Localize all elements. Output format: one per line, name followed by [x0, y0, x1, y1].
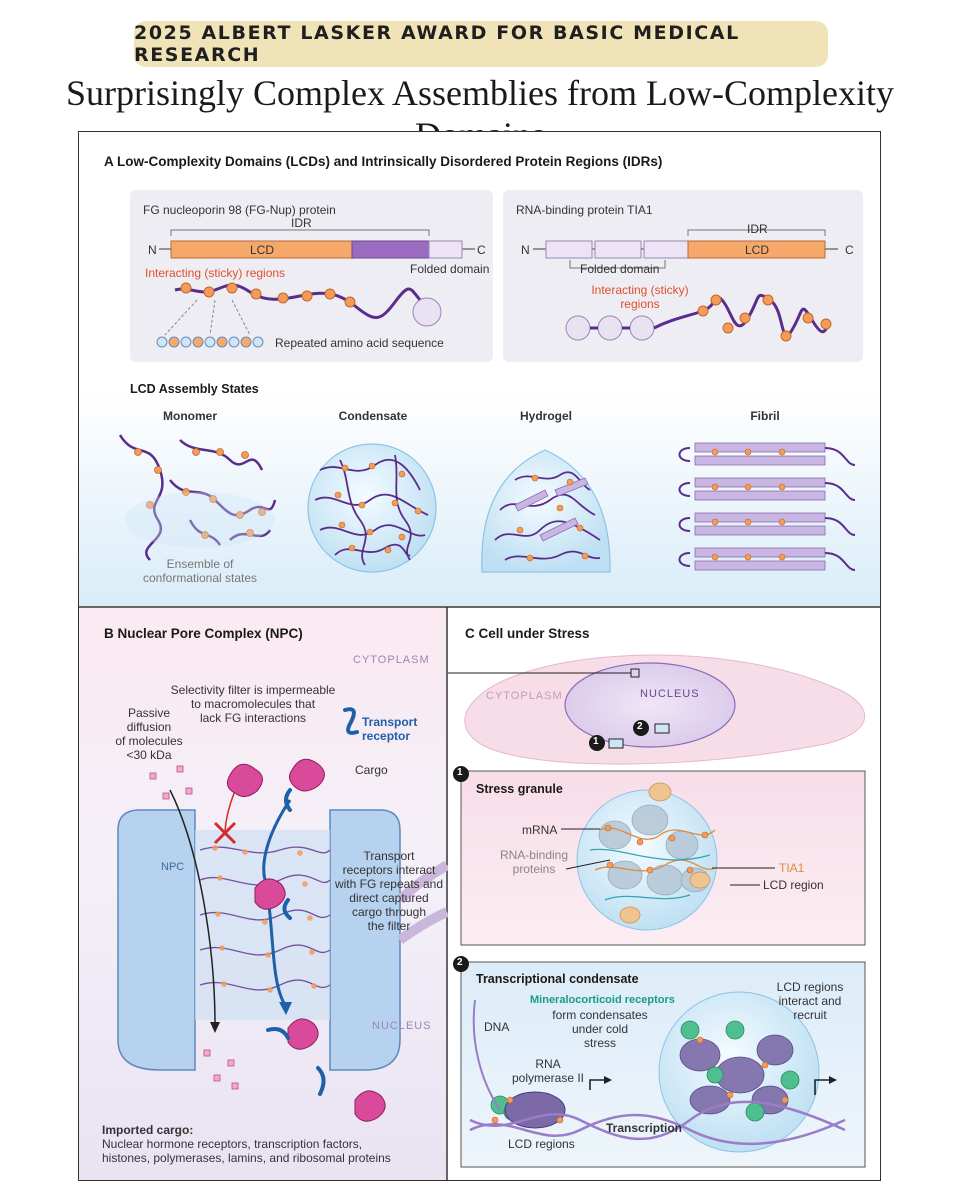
fgnup-folded-label: Folded domain — [410, 262, 490, 276]
mrna-label: mRNA — [522, 823, 558, 837]
lcd-regions-label: LCD regions — [508, 1137, 575, 1151]
tia1-box — [503, 190, 863, 362]
transport-receptors — [266, 707, 359, 1096]
receptors-label-2: under cold — [571, 1022, 629, 1036]
npc-nucleus-label: NUCLEUS — [372, 1020, 432, 1032]
state-condensate: Condensate — [338, 409, 408, 423]
assembly-states-heading: LCD Assembly States — [130, 382, 259, 396]
interact-text-3: with FG repeats and — [334, 877, 444, 891]
receptors-label-1: form condensates — [552, 1008, 648, 1022]
tia1-n-label: N — [521, 243, 530, 257]
ensemble-label-2: conformational states — [142, 571, 258, 585]
lcd-recruit-label-3: recruit — [793, 1008, 827, 1022]
transcription-label: Transcription — [606, 1121, 683, 1135]
fgnup-idr-label: IDR — [291, 216, 312, 230]
fgnup-box — [130, 190, 493, 362]
tia1-idr-label: IDR — [747, 222, 768, 236]
trans-marker: 2 — [457, 957, 463, 968]
tia1-label: TIA1 — [779, 861, 805, 875]
lcd-recruit-label-1: LCD regions — [776, 980, 844, 994]
tia1-c-label: C — [845, 243, 854, 257]
panel-c-heading: C Cell under Stress — [465, 626, 590, 641]
passive-text-2: diffusion — [126, 720, 172, 734]
lcd-region-label: LCD region — [763, 878, 824, 892]
cargo-label: Cargo — [355, 763, 388, 777]
cell-nucleus-label: NUCLEUS — [640, 688, 700, 700]
filter-text-1: Selectivity filter is impermeable — [170, 683, 336, 697]
figure-frame — [78, 131, 881, 1181]
cargo-blobs — [226, 758, 386, 1122]
state-monomer: Monomer — [163, 409, 217, 423]
transport-receptor-label-2: receptor — [362, 729, 411, 743]
rna-pol-label-1: RNA — [535, 1057, 561, 1071]
fgnup-n-label: N — [148, 243, 157, 257]
interact-text-5: cargo through — [351, 905, 427, 919]
fgnup-lcd-label: LCD — [250, 243, 275, 257]
passive-text-4: <30 kDa — [126, 748, 172, 762]
imported-cargo-line-2: histones, polymerases, lamins, and ribos… — [102, 1151, 391, 1165]
tia1-lcd-bar — [687, 240, 826, 259]
rna-polymerase-ii — [504, 1091, 566, 1129]
panel-b-heading: B Nuclear Pore Complex (NPC) — [104, 626, 303, 641]
fgnup-title: FG nucleoporin 98 (FG-Nup) protein — [143, 203, 336, 217]
fgnup-repeated-label: Repeated amino acid sequence — [275, 336, 444, 350]
stress-marker: 1 — [457, 767, 463, 778]
receptors-label-3: stress — [583, 1036, 616, 1050]
tia1-title: RNA-binding protein TIA1 — [516, 203, 653, 217]
imported-cargo-heading: Imported cargo: — [102, 1123, 194, 1137]
fgnup-folded-bar — [428, 240, 463, 259]
passive-text-1: Passive — [127, 706, 171, 720]
dna-label: DNA — [484, 1020, 510, 1034]
imported-cargo-line-1: Nuclear hormone receptors, transcription… — [102, 1137, 363, 1151]
panel-a-heading: A Low-Complexity Domains (LCDs) and Intr… — [104, 154, 663, 169]
rna-pol-label-2: polymerase II — [511, 1071, 585, 1085]
interact-text-2: receptors interact — [342, 863, 436, 877]
tia1-sticky-label-1: Interacting (sticky) — [591, 283, 689, 297]
cell-nucleus — [564, 662, 736, 748]
cell-cytoplasm-label: CYTOPLASM — [486, 690, 563, 702]
npc-label: NPC — [161, 861, 185, 873]
cell-marker-2: 2 — [637, 721, 643, 732]
interact-text-6: the filter — [367, 919, 411, 933]
npc-structure — [117, 809, 450, 1071]
fgnup-c-label: C — [477, 243, 486, 257]
tia1-folded-label: Folded domain — [580, 262, 660, 276]
ensemble-label-1: Ensemble of — [166, 557, 234, 571]
receptors-label-bold: Mineralocorticoid receptors — [530, 994, 675, 1006]
interact-text-4: direct captured — [349, 891, 429, 905]
rbp-label-1: RNA-binding — [499, 848, 569, 862]
filter-text-3: lack FG interactions — [199, 711, 307, 725]
npc-cytoplasm-label: CYTOPLASM — [353, 654, 430, 666]
fibril-stack — [678, 442, 856, 571]
award-banner: 2025 ALBERT LASKER AWARD FOR BASIC MEDIC… — [134, 21, 828, 67]
transport-receptor-label-1: Transport — [362, 715, 418, 729]
passive-text-3: of molecules — [115, 734, 183, 748]
stress-granule-heading: Stress granule — [476, 782, 563, 796]
fgnup-sticky-label: Interacting (sticky) regions — [145, 266, 286, 280]
fgnup-idr-bar — [351, 240, 430, 259]
rbp-label-2: proteins — [512, 862, 556, 876]
filter-text-2: to macromolecules that — [190, 697, 316, 711]
tia1-lcd-label: LCD — [745, 243, 770, 257]
state-hydrogel: Hydrogel — [519, 409, 572, 423]
cell-marker-1: 1 — [593, 736, 599, 747]
interact-text-1: Transport — [363, 849, 415, 863]
lcd-recruit-label-2: interact and — [778, 994, 842, 1008]
state-fibril: Fibril — [750, 409, 780, 423]
tia1-sticky-label-2: regions — [620, 297, 660, 311]
trans-condensate-heading: Transcriptional condensate — [476, 972, 639, 986]
